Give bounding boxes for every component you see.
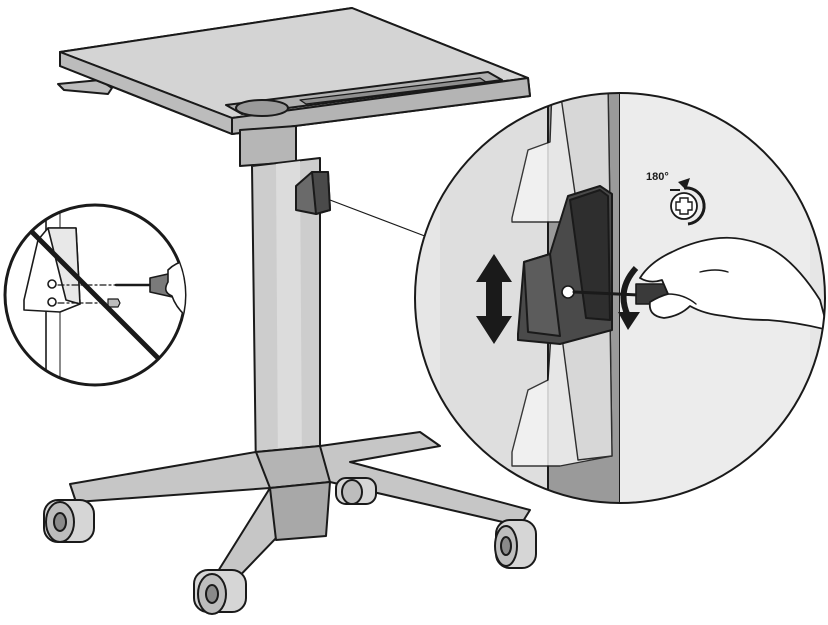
cup-holder — [235, 99, 289, 117]
detail-leader-line — [329, 199, 431, 239]
caster-back — [335, 477, 377, 505]
screw-rotate-icon: 180° — [646, 171, 706, 226]
mobile-desk-cart — [43, 7, 537, 615]
bracket-ghost-upper — [511, 93, 611, 223]
up-down-arrow-icon — [476, 254, 512, 344]
desk-top — [59, 7, 531, 135]
rotate-arrow-icon — [618, 265, 640, 330]
hand-icon — [164, 260, 185, 341]
bracket-ghost-lower — [511, 309, 613, 467]
caster-right — [494, 519, 537, 569]
caster-front-left — [193, 569, 247, 615]
base-legs — [69, 431, 531, 589]
bracket-active — [517, 185, 613, 345]
prohibited-inset — [3, 203, 187, 387]
wall-bracket-small — [295, 171, 331, 215]
hand — [639, 236, 825, 331]
caster-back-left — [43, 499, 95, 543]
column-collar — [239, 125, 297, 167]
height-lever — [57, 79, 113, 95]
screw-icon — [107, 298, 121, 308]
prohibited-icon — [30, 230, 160, 360]
screw-head — [561, 285, 575, 299]
rotation-label: 180° — [646, 171, 669, 183]
detail-magnified-view: 180° — [414, 92, 826, 504]
